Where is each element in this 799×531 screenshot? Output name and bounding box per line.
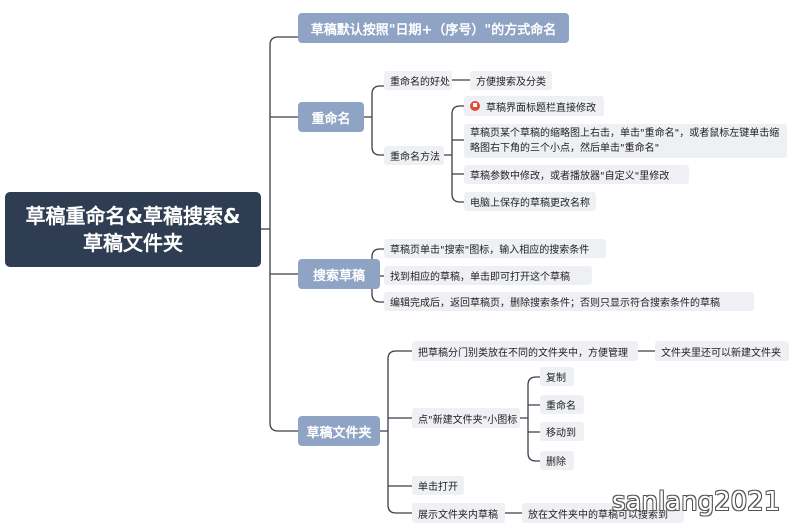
folder-spine bbox=[380, 350, 412, 514]
method-spine bbox=[444, 105, 464, 203]
node-search-step1[interactable]: 草稿页单击"搜索"图标，输入相应的搜索条件 bbox=[384, 239, 606, 258]
node-method-pc[interactable]: 电脑上保存的草稿更改名称 bbox=[464, 192, 596, 211]
node-action-delete[interactable]: 删除 bbox=[540, 451, 574, 470]
root-title-line2: 草稿文件夹 bbox=[82, 230, 183, 255]
node-method-titlebar-text: 草稿界面标题栏直接修改 bbox=[486, 102, 596, 114]
node-method-titlebar[interactable]: 草稿界面标题栏直接修改 bbox=[464, 96, 604, 116]
node-folder-open[interactable]: 单击打开 bbox=[412, 476, 464, 495]
node-benefit-detail[interactable]: 方便搜索及分类 bbox=[470, 71, 552, 90]
node-search-step3[interactable]: 编辑完成后，返回草稿页，删除搜索条件；否则只显示符合搜索条件的草稿 bbox=[384, 292, 754, 311]
node-search-step2[interactable]: 找到相应的草稿，单击即可打开这个草稿 bbox=[384, 266, 592, 285]
root-spine bbox=[269, 36, 279, 432]
node-rename-method[interactable]: 重命名方法 bbox=[384, 146, 444, 165]
node-action-rename[interactable]: 重命名 bbox=[540, 395, 584, 414]
actions-spine bbox=[520, 376, 540, 462]
watermark: sanlang2021 bbox=[612, 487, 781, 517]
node-action-move[interactable]: 移动到 bbox=[540, 422, 584, 441]
node-classify-detail[interactable]: 文件夹里还可以新建文件夹 bbox=[655, 341, 789, 361]
topic-naming-rule[interactable]: 草稿默认按照"日期+（序号）"的方式命名 bbox=[298, 13, 569, 43]
rename-spine bbox=[364, 85, 384, 156]
node-folder-classify[interactable]: 把草稿分门别类放在不同的文件夹中，方便管理 bbox=[412, 341, 638, 361]
root-topic[interactable]: 草稿重命名&草稿搜索& 草稿文件夹 bbox=[5, 192, 261, 267]
node-action-copy[interactable]: 复制 bbox=[540, 367, 574, 386]
node-method-rightclick[interactable]: 草稿页某个草稿的缩略图上右击，单击"重命名"，或者鼠标左键单击缩略图右下角的三个… bbox=[464, 124, 787, 158]
node-method-params[interactable]: 草稿参数中修改，或者播放器"自定义"里修改 bbox=[464, 165, 689, 184]
topic-rename[interactable]: 重命名 bbox=[298, 102, 364, 132]
node-folder-show[interactable]: 展示文件夹内草稿 bbox=[412, 503, 505, 523]
flag-icon bbox=[470, 101, 480, 111]
root-title-line1: 草稿重命名&草稿搜索& bbox=[25, 203, 241, 228]
topic-search[interactable]: 搜索草稿 bbox=[298, 259, 380, 289]
topic-folder[interactable]: 草稿文件夹 bbox=[298, 416, 380, 446]
node-folder-new[interactable]: 点"新建文件夹"小图标 bbox=[412, 408, 520, 428]
node-show-detail[interactable]: 放在文件夹中的草稿可以搜索到 bbox=[522, 503, 684, 523]
node-rename-benefit[interactable]: 重命名的好处 bbox=[384, 71, 452, 90]
